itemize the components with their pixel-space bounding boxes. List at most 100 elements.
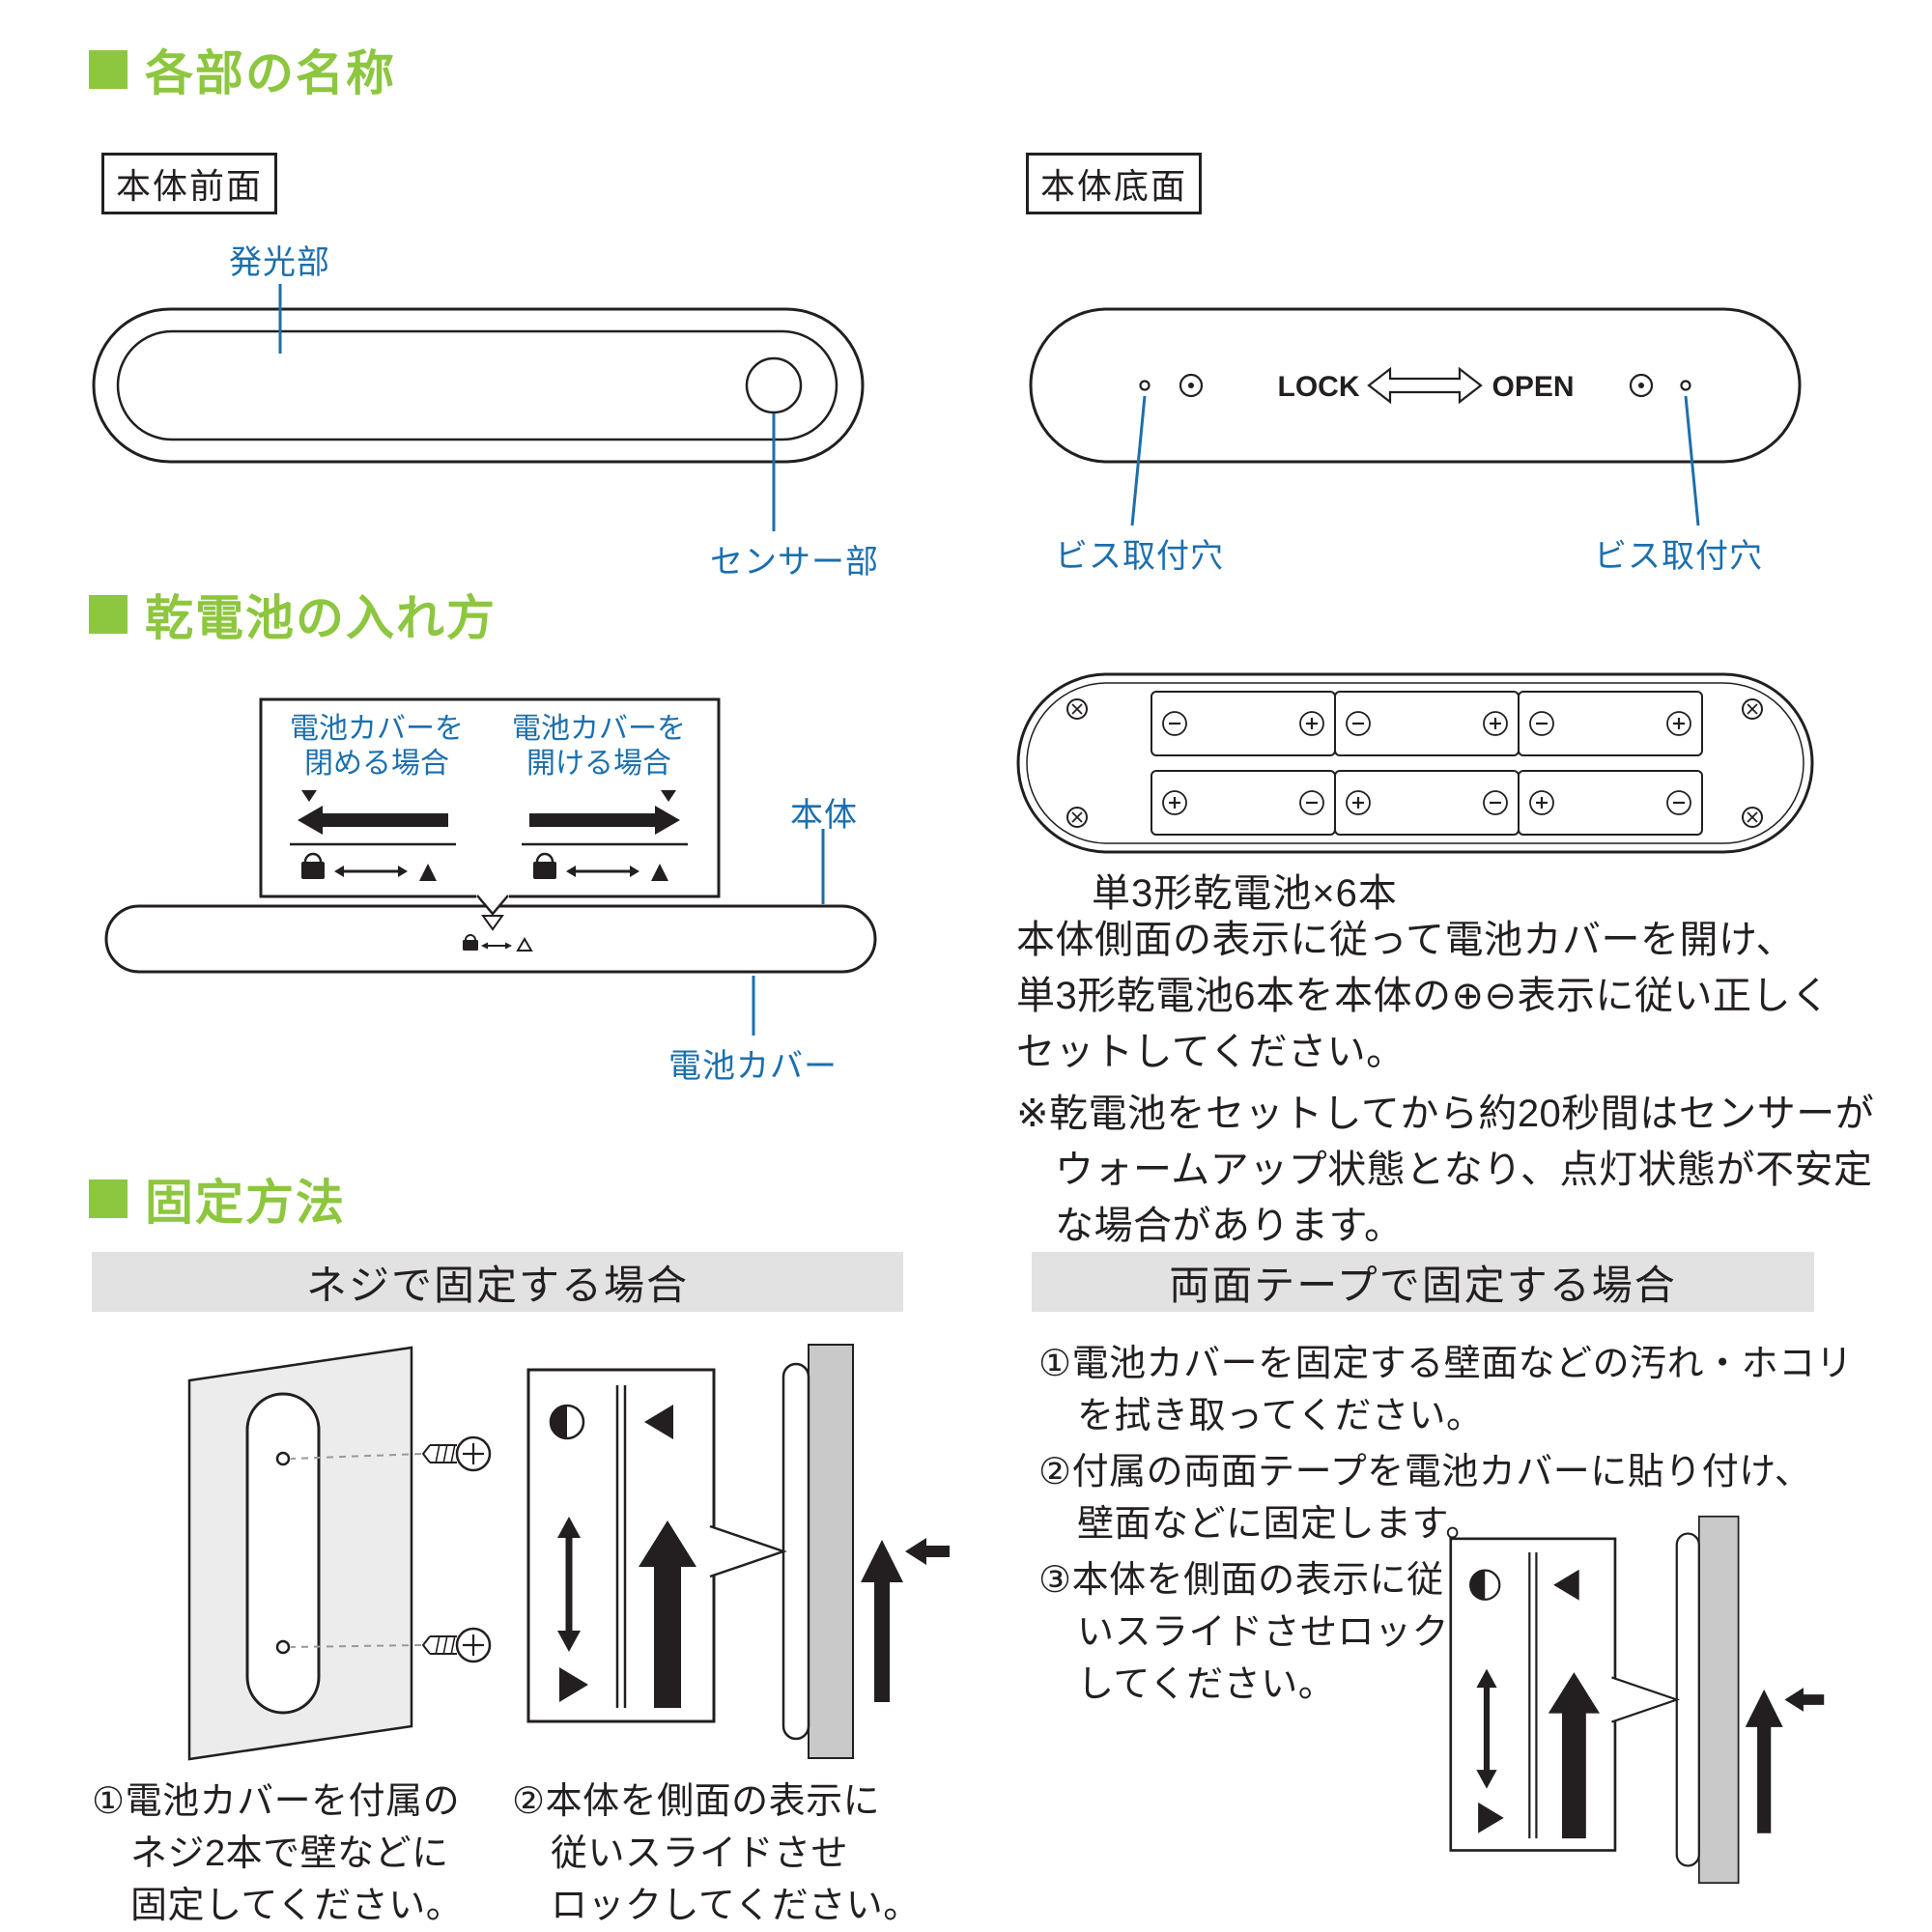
- slide-up-arrow-icon: [1548, 1672, 1600, 1839]
- screw-hole-left-dot: [1139, 380, 1151, 391]
- tape-step3-line2: いスライドさせロック: [1077, 1612, 1450, 1653]
- slide-lock-diagram-tape: [1449, 1515, 1825, 1885]
- green-square-bullet: [89, 50, 128, 89]
- callout-tail: [1611, 1676, 1681, 1723]
- front-view-diagram: [92, 307, 865, 464]
- slide-lock-diagram-screw: [526, 1344, 950, 1759]
- right-triangle-icon: [559, 1667, 588, 1702]
- body-outline: [92, 307, 865, 464]
- battery-cover-on-wall: [245, 1392, 321, 1715]
- tape-mount-banner: 両面テープで固定する場合: [1032, 1252, 1814, 1312]
- up-down-arrow-icon: [1476, 1668, 1497, 1789]
- tape-step2: ②付属の両面テープを電池カバーに貼り付け、 壁面などに固定します。: [1038, 1446, 1811, 1550]
- section-heading-mounting: 固定方法: [89, 1164, 346, 1234]
- screw-top-icon: [421, 1435, 492, 1472]
- screw-step2-line3: ロックしてください。: [551, 1886, 921, 1926]
- battery-note-line1: ※乾電池をセットしてから約20秒間はセンサーが: [1016, 1093, 1875, 1135]
- open-cover-line1: 電池カバーを: [512, 713, 686, 745]
- screw-step1-line2: ネジ2本で壁などに: [130, 1833, 449, 1874]
- battery-note: ※乾電池をセットしてから約20秒間はセンサーが ウォームアップ状態となり、点灯状…: [1016, 1086, 1874, 1254]
- unit-side-view: [781, 1362, 810, 1741]
- sensor-circle: [745, 356, 803, 414]
- tape-step2-line2: 壁面などに固定します。: [1077, 1504, 1483, 1545]
- battery-row-bottom: [1151, 770, 1703, 836]
- lock-open-arrow-icon: [1367, 366, 1483, 405]
- sensor-label: センサー部: [710, 544, 879, 581]
- cover-slide-callout-box: 電池カバーを 閉める場合 電池カバーを 開ける場合: [259, 697, 721, 898]
- screw-step1-line1: ①電池カバーを付属の: [92, 1781, 461, 1822]
- close-cover-line2: 閉める場合: [304, 748, 449, 780]
- mini-lock-icon: [463, 934, 478, 951]
- left-triangle-icon: [644, 1405, 673, 1439]
- section-heading-part-names: 各部の名称: [89, 35, 396, 104]
- screw-mount-diagram: [187, 1346, 492, 1761]
- push-left-arrow: [1784, 1688, 1825, 1712]
- screw-mount-banner: ネジで固定する場合: [92, 1252, 903, 1312]
- section-title-batteries: 乾電池の入れ方: [145, 591, 497, 645]
- cover-hole-top: [275, 1451, 291, 1466]
- screw-hole-right-dot: [1680, 380, 1691, 391]
- screw-bottom-icon: [421, 1627, 492, 1663]
- tape-step1: ①電池カバーを固定する壁面などの汚れ・ホコリ を拭き取ってください。: [1038, 1338, 1853, 1442]
- battery-row-top: [1151, 691, 1703, 756]
- lock-state-icon: [1469, 1569, 1501, 1601]
- battery-spec-label: 単3形乾電池×6本: [1092, 872, 1398, 915]
- screw-step1-line3: 固定してください。: [130, 1886, 464, 1926]
- tape-step1-line1: ①電池カバーを固定する壁面などの汚れ・ホコリ: [1038, 1344, 1854, 1384]
- close-direction-arrows: [290, 790, 456, 881]
- front-view-box-label: 本体前面: [101, 153, 278, 214]
- screw-step2-line2: 従いスライドさせ: [551, 1833, 849, 1874]
- tape-step3: ③本体を側面の表示に従 いスライドさせロック してください。: [1038, 1554, 1449, 1711]
- battery-compartment-diagram: [1016, 672, 1814, 854]
- body-label: 本体: [790, 797, 858, 834]
- screw-right-icon: [1629, 373, 1654, 398]
- bottom-view-box-label: 本体底面: [1026, 153, 1203, 214]
- slide-up-arrow-icon: [639, 1520, 696, 1708]
- outside-up-arrow: [861, 1540, 903, 1702]
- green-square-bullet: [89, 595, 128, 634]
- outside-up-arrow: [1745, 1689, 1783, 1833]
- left-triangle-icon: [1553, 1569, 1579, 1601]
- up-down-arrow-icon: [557, 1517, 581, 1652]
- bottom-view-diagram: LOCK OPEN: [1029, 307, 1802, 464]
- open-direction-arrows: [522, 790, 688, 881]
- open-cover-line2: 開ける場合: [526, 748, 671, 780]
- compartment-screws: [1066, 698, 1763, 828]
- battery-instruction-line2: 単3形乾電池6本を本体の⊕⊖表示に従い正しく: [1016, 975, 1831, 1017]
- tape-step3-line3: してください。: [1077, 1664, 1336, 1705]
- light-emitter-label: 発光部: [229, 244, 330, 281]
- section-heading-batteries: 乾電池の入れ方: [89, 580, 497, 649]
- section-title-mounting: 固定方法: [145, 1176, 346, 1230]
- tape-step1-line2: を拭き取ってください。: [1077, 1396, 1484, 1436]
- push-left-arrow: [905, 1538, 950, 1565]
- cover-hole-bottom: [275, 1639, 291, 1655]
- screw-hole-label-right: ビス取付穴: [1594, 538, 1763, 575]
- wall-strip: [1697, 1515, 1740, 1885]
- light-emitter-outline: [116, 329, 838, 441]
- right-triangle-icon: [1478, 1802, 1504, 1833]
- callout-tail: [709, 1524, 787, 1578]
- side-view-diagram: [104, 904, 877, 974]
- screw-step2: ②本体を側面の表示に 従いスライドさせ ロックしてください。: [512, 1776, 921, 1932]
- lock-state-icon: [549, 1404, 585, 1440]
- tape-step2-line1: ②付属の両面テープを電池カバーに貼り付け、: [1038, 1452, 1812, 1492]
- wall-strip: [808, 1344, 854, 1759]
- screw-step1: ①電池カバーを付属の ネジ2本で壁などに 固定してください。: [92, 1776, 463, 1932]
- battery-instructions: 本体側面の表示に従って電池カバーを開け、 単3形乾電池6本を本体の⊕⊖表示に従い…: [1016, 912, 1831, 1080]
- battery-instruction-line3: セットしてください。: [1016, 1031, 1406, 1073]
- battery-cover-label: 電池カバー: [668, 1048, 838, 1085]
- open-text: OPEN: [1492, 371, 1574, 403]
- lock-text: LOCK: [1278, 371, 1360, 403]
- battery-note-line3: な場合があります。: [1055, 1205, 1404, 1247]
- unit-side-view: [1675, 1532, 1700, 1867]
- screw-left-icon: [1179, 373, 1204, 398]
- screw-hole-label-left: ビス取付穴: [1055, 538, 1224, 575]
- mini-up-triangle-icon: [516, 937, 533, 952]
- mini-down-triangle-icon: [481, 915, 504, 931]
- screw-step2-line1: ②本体を側面の表示に: [512, 1781, 881, 1822]
- tape-step3-line1: ③本体を側面の表示に従: [1038, 1560, 1444, 1601]
- close-cover-line1: 電池カバーを: [290, 713, 464, 745]
- mini-double-arrow-icon: [481, 942, 512, 950]
- section-title-part-names: 各部の名称: [145, 46, 396, 100]
- battery-note-line2: ウォームアップ状態となり、点灯状態が不安定: [1055, 1149, 1873, 1191]
